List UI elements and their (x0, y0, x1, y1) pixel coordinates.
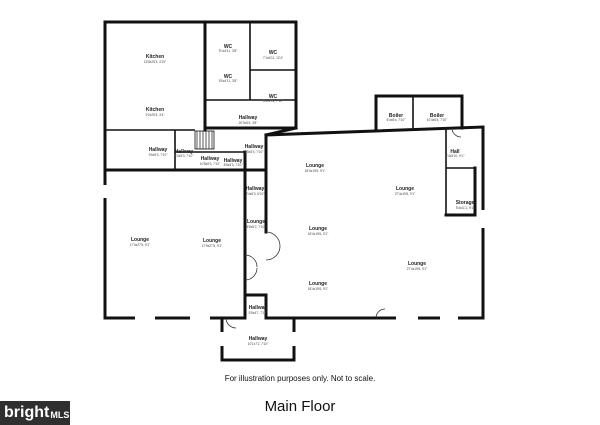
door-swing-6 (225, 317, 237, 329)
stairs (194, 130, 215, 150)
room-name: Hallway (245, 144, 264, 150)
room-name: Lounge (306, 163, 324, 169)
room-dims: 10'4x6'4, 7'10" (427, 118, 448, 122)
entry-hallway-wall (243, 293, 268, 320)
room-dims: 6'4x5'10, 9'1" (446, 154, 465, 158)
door-swing-7 (451, 127, 462, 138)
room-dims: 5'9x4'7, 7'10" (249, 311, 268, 315)
room-name: Lounge (309, 226, 327, 232)
room-name: WC (224, 74, 233, 80)
room-dims: 8'4x6'3, 6'10" (246, 192, 265, 196)
door-swing-3 (244, 254, 258, 268)
room-dims: 10'1x7'2, 7'10" (248, 342, 269, 346)
door-swing-1 (265, 231, 281, 247)
room-dims: 17'4x27'5, 9'1" (130, 243, 151, 247)
room-name: WC (224, 44, 233, 50)
room-dims: 6'8x5'2, 7'10" (247, 225, 266, 229)
room-dims: 27'4x19'6, 9'1" (407, 267, 428, 271)
disclaimer-text: For illustration purposes only. Not to s… (224, 374, 376, 383)
room-name: Lounge (408, 261, 426, 267)
door-swing-5 (375, 308, 386, 319)
room-dims: 5'0x4'11, 3'8" (219, 79, 238, 83)
top-center-wall (264, 126, 298, 137)
room-name: Hallway (201, 156, 220, 162)
openings (103, 185, 485, 346)
room-dims: 9'6x5'3, 7'10" (149, 153, 168, 157)
room-name: Lounge (396, 186, 414, 192)
room-name: Hallway (249, 336, 268, 342)
room-name: Boiler (430, 113, 444, 119)
room-dims: 15'5x25'3, 4'10" (144, 60, 166, 64)
room-name: Storage (456, 200, 475, 206)
room-name: Hallway (249, 305, 268, 311)
room-name: Lounge (131, 237, 149, 243)
room-name: Kitchen (146, 107, 164, 113)
room-dims: 8'4x5'3, 7'10" (175, 154, 194, 158)
walls (103, 20, 485, 362)
room-dims: 6'4x6'4, 7'10" (387, 118, 406, 122)
room-name: Lounge (309, 281, 327, 287)
watermark-logo-text: bright (4, 404, 50, 421)
room-dims: 7'1x6'11, 12'4" (263, 56, 283, 60)
stairs-outline (194, 130, 215, 150)
room-dims: 10'8x5'3, 7'10" (200, 162, 221, 166)
room-name: WC (269, 50, 278, 56)
room-labels: Kitchen 15'5x25'3, 4'10" Kitchen 9'2x25'… (130, 44, 475, 346)
room-dims: 5'4x11'1, 9'1" (456, 206, 475, 210)
room-dims: 27'4x19'6, 9'1" (395, 192, 416, 196)
kitchen-block-wall (103, 20, 207, 132)
room-name: Lounge (203, 238, 221, 244)
room-name: Hallway (224, 158, 243, 164)
west-lounge-wall (103, 168, 247, 320)
room-name: Hallway (246, 186, 265, 192)
door-swing-2 (265, 245, 281, 261)
room-dims: 18'4x19'6, 9'1" (308, 287, 329, 291)
room-dims: 17'9x27'5, 9'1" (202, 244, 223, 248)
door-swing-4 (244, 267, 258, 281)
room-name: Hallway (149, 147, 168, 153)
room-dims: 8'8x5'3, 7'10" (224, 163, 243, 167)
room-name: Hallway (239, 115, 258, 121)
room-name: Kitchen (146, 54, 164, 60)
watermark-logo-suffix: MLS (50, 410, 70, 420)
room-dims: 18'4x19'6, 9'1" (305, 169, 326, 173)
room-dims: 6'8x5'4, 7'10" (245, 150, 264, 154)
room-dims: 5'1x4'11, 3'8" (219, 49, 238, 53)
room-name: Hall (450, 149, 460, 155)
room-dims: 9'2x25'3, 3'4" (146, 113, 165, 117)
room-name: Boiler (389, 113, 403, 119)
room-dims: 18'4x19'6, 9'1" (308, 232, 329, 236)
boiler-block-wall (374, 94, 464, 130)
room-dims: 5'5x4'11, 7'10" (263, 99, 283, 103)
floor-title: Main Floor (264, 398, 336, 415)
wc-block-wall (203, 20, 298, 130)
room-name: Lounge (247, 219, 265, 225)
doors (225, 127, 462, 329)
room-name: Hallway (175, 149, 194, 155)
room-dims: 20'3x5'4, 3'8" (239, 121, 258, 125)
room-name: WC (269, 94, 278, 100)
